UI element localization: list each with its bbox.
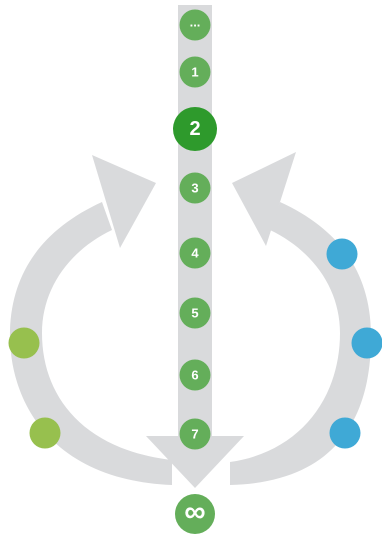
left-loop-dots xyxy=(8,327,61,449)
left-loop-dot xyxy=(29,417,61,449)
step-node: 3 xyxy=(179,172,211,204)
right-loop-arrowhead xyxy=(232,152,296,246)
main-flow-arrowhead xyxy=(146,436,244,488)
right-loop-dot xyxy=(351,327,382,359)
infinity-icon: ∞ xyxy=(184,496,205,529)
left-loop-arrowhead xyxy=(92,155,156,248)
step-circle xyxy=(179,172,211,204)
step-circle xyxy=(179,237,211,269)
right-loop-dot xyxy=(326,238,358,270)
step-circle xyxy=(179,418,211,450)
step-circle xyxy=(179,56,211,88)
right-loop-dots xyxy=(326,238,382,449)
step-node: 2 xyxy=(173,107,217,151)
left-loop-band xyxy=(9,202,172,485)
step-node: ... xyxy=(179,9,211,41)
right-loop-dot xyxy=(329,417,361,449)
step-label: 2 xyxy=(189,118,200,140)
step-label: 1 xyxy=(191,65,198,80)
step-node: 6 xyxy=(179,359,211,391)
step-circle xyxy=(179,359,211,391)
step-nodes: ... 1 2 3 4 5 6 7 xyxy=(173,9,217,450)
step-circle-active xyxy=(173,107,217,151)
step-label: ... xyxy=(190,15,201,30)
step-node: 1 xyxy=(179,56,211,88)
right-loop-band xyxy=(230,202,372,485)
step-node: 5 xyxy=(179,297,211,329)
end-node-circle xyxy=(175,494,215,534)
step-circle xyxy=(179,9,211,41)
step-label: 5 xyxy=(191,306,198,321)
step-label: 3 xyxy=(191,181,198,196)
step-circle xyxy=(179,297,211,329)
left-loop-arrow xyxy=(9,155,172,485)
step-label: 4 xyxy=(191,246,199,261)
right-loop-arrow xyxy=(230,152,372,485)
left-loop-dot xyxy=(8,327,40,359)
end-node: ∞ xyxy=(175,494,215,534)
step-node: 7 xyxy=(179,418,211,450)
step-label: 6 xyxy=(191,368,198,383)
step-node: 4 xyxy=(179,237,211,269)
step-label: 7 xyxy=(191,427,198,442)
